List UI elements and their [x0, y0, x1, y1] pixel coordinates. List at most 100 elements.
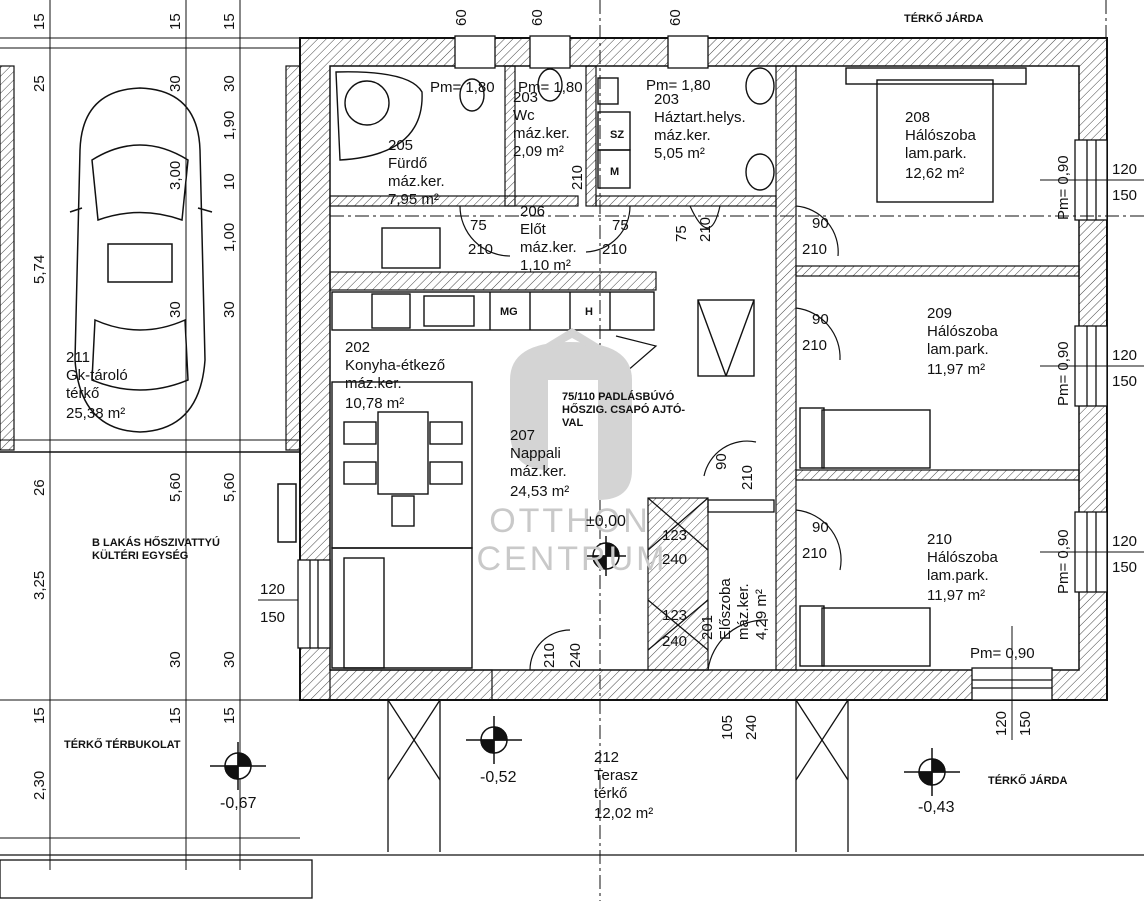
door-width-6: 90 [812, 311, 829, 328]
dim-60-c: 60 [667, 9, 684, 26]
room-number: 205 [388, 137, 413, 154]
heatpump-note-1: B LAKÁS HŐSZIVATTYÚ [92, 536, 220, 549]
room-floor: lam.park. [927, 341, 989, 358]
window-height-1: 150 [1112, 187, 1137, 204]
room-floor: lam.park. [905, 145, 967, 162]
room-name: Wc [513, 107, 535, 124]
door-width-7: 90 [812, 519, 829, 536]
room-floor: máz.ker. [735, 583, 752, 640]
dim-15-a: 15 [31, 13, 48, 30]
room-name: Háztart.helys. [654, 109, 746, 126]
dim-15-d: 15 [31, 707, 48, 724]
room-206-label: 206 Előt máz.ker. 1,10 m² [520, 203, 577, 274]
room-area: 24,53 m² [510, 483, 569, 500]
room-name: Fürdő [388, 155, 427, 172]
terrace-outline [0, 699, 1144, 899]
dim-5-60-a: 5,60 [167, 473, 184, 502]
watermark: OTTHON CENTRUM [477, 328, 664, 578]
dim-26: 26 [31, 479, 48, 496]
watermark-line1: OTTHON [489, 502, 651, 540]
room-201-label: 201 Előszoba máz.ker. 4,29 m² [699, 578, 770, 640]
level-marker-terrace [466, 716, 522, 764]
room-203-utility-label: 203 Háztart.helys. máz.ker. 5,05 m² [654, 91, 746, 162]
room-floor: térkő [594, 785, 627, 802]
room-number: 203 [654, 91, 679, 108]
paving-left-label: TÉRKŐ TÉRBUKOLAT [64, 738, 181, 751]
room-number: 203 [513, 89, 538, 106]
attic-note-1: 75/110 PADLÁSBÚVÓ [562, 390, 675, 403]
door-width-10: 123 [662, 607, 687, 624]
room-208-label: 208 Hálószoba lam.park. 12,62 m² [905, 109, 977, 182]
room-number: 209 [927, 305, 952, 322]
dim-5-60-b: 5,60 [221, 473, 238, 502]
room-number: 202 [345, 339, 370, 356]
door-height-11: 240 [567, 643, 584, 668]
level-marker-right [904, 748, 960, 796]
room-area: 11,97 m² [927, 361, 985, 378]
car-icon [69, 87, 213, 433]
room-210-label: 210 Hálószoba lam.park. 11,97 m² [927, 531, 999, 604]
room-floor: lam.park. [927, 567, 989, 584]
window-height-4: 150 [260, 609, 285, 626]
door-height-9: 240 [662, 551, 687, 568]
door-width-5: 90 [812, 215, 829, 232]
room-name: Terasz [594, 767, 638, 784]
dim-60-a: 60 [453, 9, 470, 26]
attic-note-2: HŐSZIG. CSAPÓ AJTÓ- [562, 403, 685, 416]
dim-1-90: 1,90 [221, 111, 238, 140]
room-area: 2,09 m² [513, 143, 564, 160]
walk-right-label: TÉRKŐ JÁRDA [988, 774, 1068, 787]
entrance-cabinet [647, 497, 775, 651]
room-number: 206 [520, 203, 545, 220]
bathroom-fixtures [335, 67, 775, 269]
room-name: Hálószoba [927, 549, 999, 566]
door-width-11: 210 [541, 643, 558, 668]
level-right-value: -0,43 [918, 799, 955, 816]
room-name: Előszoba [717, 578, 734, 640]
dim-30-d: 30 [221, 301, 238, 318]
room-205-label: 205 Fürdő máz.ker. 7,95 m² [388, 137, 445, 208]
sill-height-1: Pm= 1,80 [430, 79, 495, 96]
room-floor: máz.ker. [510, 463, 567, 480]
attic-note-3: VAL [562, 417, 583, 429]
dim-15-c: 15 [221, 13, 238, 30]
dim-25: 25 [31, 75, 48, 92]
room-202-label: 202 Konyha-étkező máz.ker. 10,78 m² [345, 339, 445, 412]
interior-walls [329, 65, 1080, 701]
kitchen-fixtures [331, 291, 755, 669]
dim-1-00: 1,00 [221, 223, 238, 252]
door-height-4: 210 [569, 165, 586, 190]
room-floor: máz.ker. [345, 375, 402, 392]
room-area: 25,38 m² [66, 405, 125, 422]
dim-5-74: 5,74 [31, 255, 48, 284]
room-name: Előt [520, 221, 547, 238]
dim-15-b: 15 [167, 13, 184, 30]
door-height-10: 240 [662, 633, 687, 650]
sill-height-4: Pm= 0,90 [970, 645, 1035, 662]
room-area: 5,05 m² [654, 145, 705, 162]
level-markers [210, 536, 960, 796]
window-height-2: 150 [1112, 373, 1137, 390]
dim-30-f: 30 [221, 651, 238, 668]
room-name: Hálószoba [927, 323, 999, 340]
dim-15-e: 15 [167, 707, 184, 724]
room-number: 211 [66, 349, 90, 366]
dim-30-c: 30 [167, 301, 184, 318]
fixture-sz-label: SZ [610, 129, 624, 141]
room-207-label: 207 Nappali máz.ker. 24,53 m² [510, 427, 569, 500]
room-name: Gk-tároló [66, 367, 128, 384]
level-zero-value: ±0,00 [586, 513, 626, 530]
room-number: 207 [510, 427, 535, 444]
door-width-9: 123 [662, 527, 687, 544]
door-height-2: 210 [602, 241, 627, 258]
window-width-5: 120 [993, 711, 1010, 736]
door-height-5: 210 [802, 241, 827, 258]
level-marker-left [210, 742, 266, 790]
door-height-6: 210 [802, 337, 827, 354]
fixture-mg-label: MG [500, 306, 518, 318]
room-area: 1,10 m² [520, 257, 571, 274]
door-swings [459, 205, 842, 671]
sill-height-6: Pm= 0,90 [1055, 341, 1072, 406]
